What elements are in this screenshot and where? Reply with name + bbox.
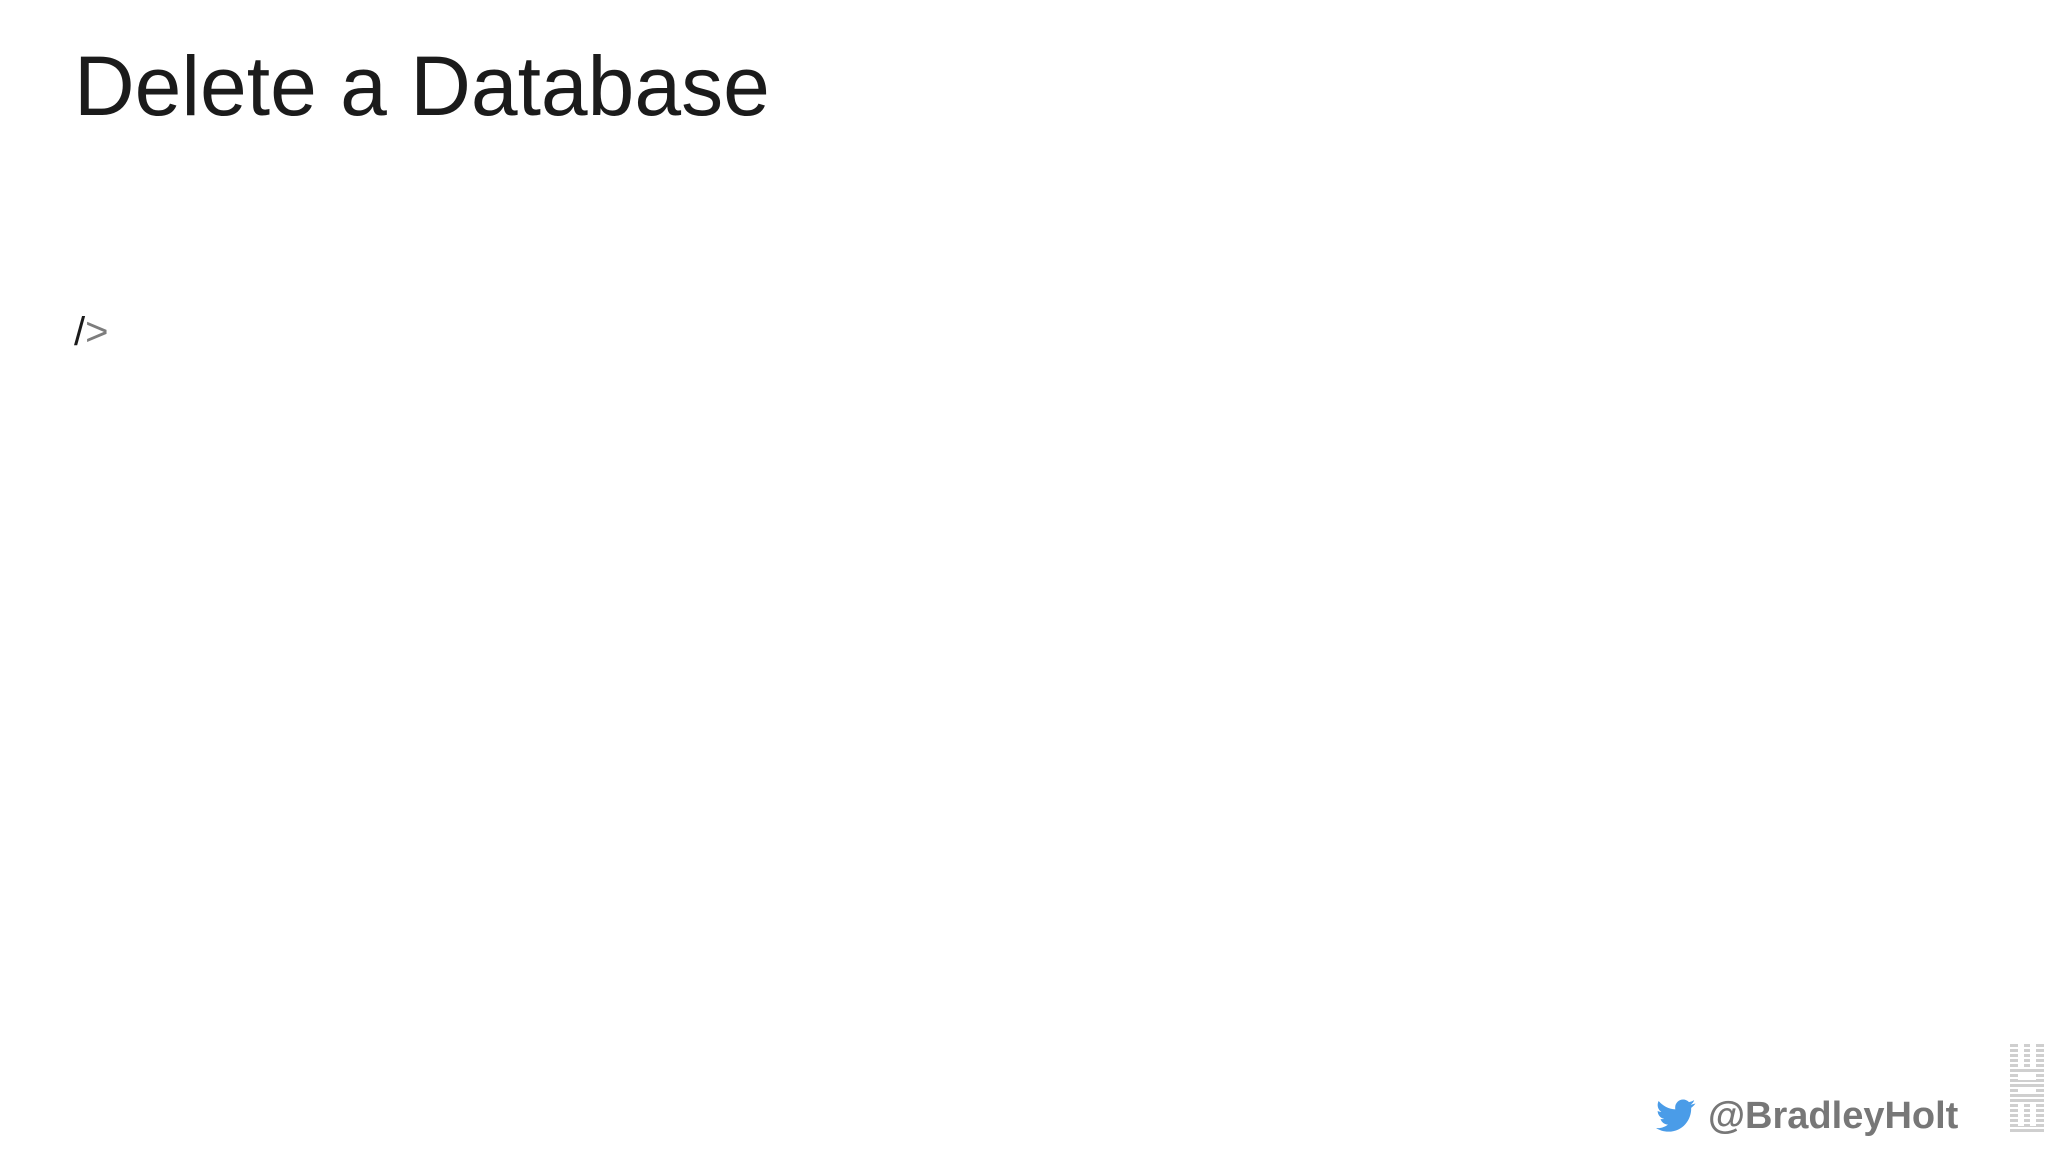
ibm-logo [2010, 1044, 2044, 1132]
twitter-handle: @BradleyHolt [1656, 1090, 1958, 1142]
code-snippet: /> [74, 312, 108, 352]
code-slash: / [74, 310, 86, 354]
code-gt: > [85, 310, 109, 354]
slide-title: Delete a Database [74, 39, 770, 133]
twitter-bird-icon [1656, 1099, 1696, 1132]
handle-text: @BradleyHolt [1708, 1094, 1959, 1137]
